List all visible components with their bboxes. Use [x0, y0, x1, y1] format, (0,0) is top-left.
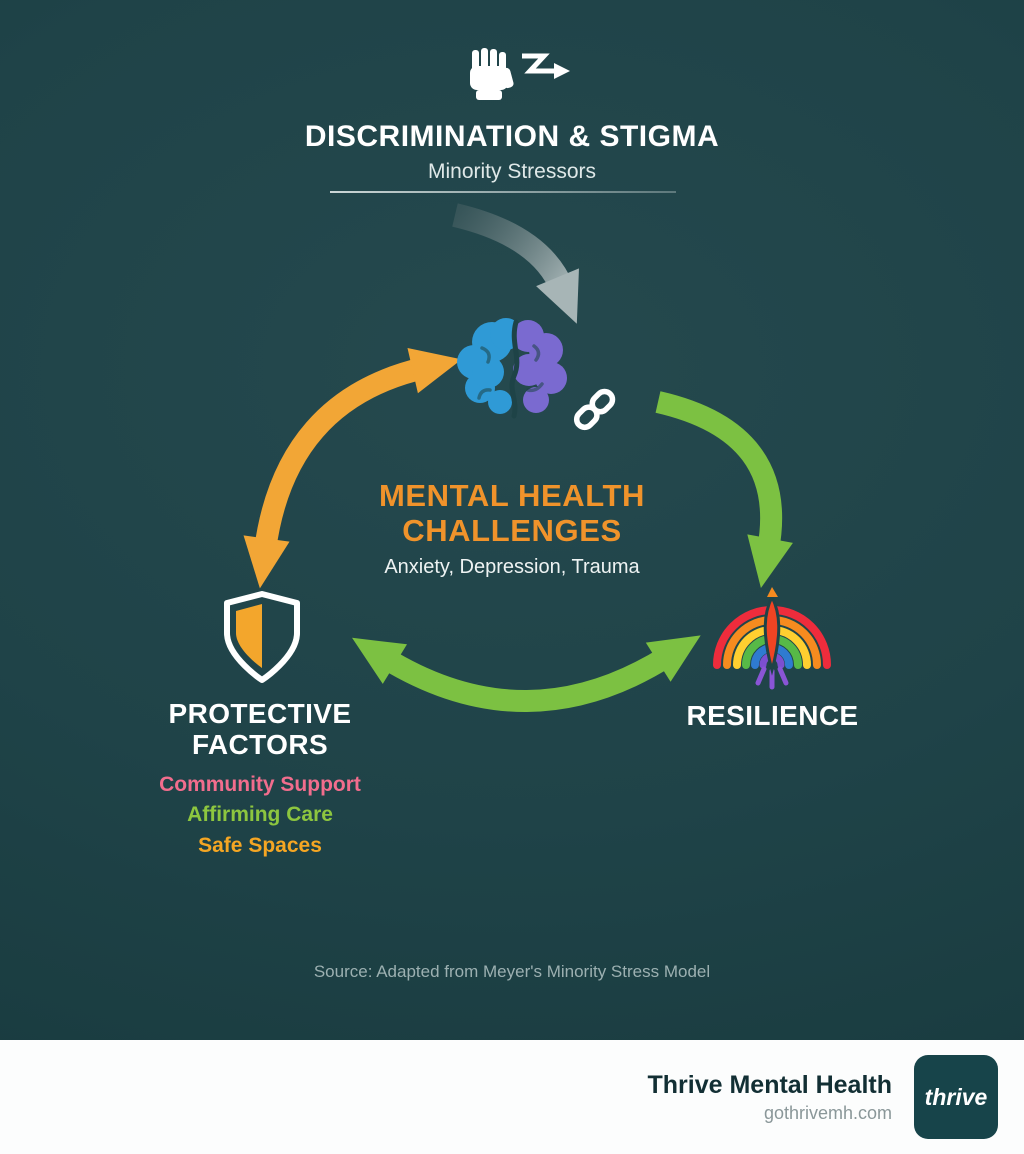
phoenix-icon — [713, 587, 831, 690]
footer-brand: Thrive Mental Health — [647, 1070, 893, 1099]
cycle-arrows-layer — [243, 203, 793, 712]
resilience-block: RESILIENCE — [630, 700, 915, 731]
footer-website: gothrivemh.com — [763, 1102, 892, 1123]
resilience-title: RESILIENCE — [686, 700, 859, 731]
protective-title-line1: PROTECTIVE — [168, 698, 352, 729]
center-title-line1: MENTAL HEALTH — [378, 478, 646, 513]
footer-bar: Thrive Mental Health gothrivemh.com thri… — [0, 1040, 1024, 1154]
protective-factor-item: Safe Spaces — [198, 833, 322, 857]
protective-factor-item: Affirming Care — [187, 803, 333, 827]
header-title: DISCRIMINATION & STIGMA — [304, 120, 720, 153]
footer-text-block: Thrive Mental Health gothrivemh.com — [648, 1071, 893, 1124]
raised-fist-icon — [470, 48, 570, 100]
brain-icon — [457, 318, 616, 431]
mental-health-block: MENTAL HEALTH CHALLENGES Anxiety, Depres… — [0, 478, 1024, 579]
cycle-arrow-green-bottom — [352, 635, 701, 712]
shield-icon — [224, 591, 300, 683]
cycle-arrow-green-right — [655, 391, 793, 589]
center-title-line2: CHALLENGES — [402, 513, 622, 549]
stressor-arrow — [452, 203, 579, 324]
thrive-logo: thrive — [914, 1055, 998, 1139]
chain-link-icon — [573, 388, 616, 431]
header-subtitle: Minority Stressors — [427, 160, 597, 183]
protective-factors-block: PROTECTIVE FACTORS Community Support Aff… — [110, 698, 410, 861]
protective-factor-list: Community Support Affirming Care Safe Sp… — [110, 770, 410, 861]
center-subtitle: Anxiety, Depression, Trauma — [384, 556, 640, 579]
protective-title-line2: FACTORS — [191, 729, 329, 761]
divider-line — [330, 191, 676, 193]
source-note: Source: Adapted from Meyer's Minority St… — [313, 962, 711, 981]
protective-factor-item: Community Support — [159, 772, 361, 796]
thrive-logo-text: thrive — [924, 1083, 988, 1110]
cycle-arrow-orange — [243, 348, 462, 589]
zigzag-arrow-icon — [522, 53, 570, 79]
